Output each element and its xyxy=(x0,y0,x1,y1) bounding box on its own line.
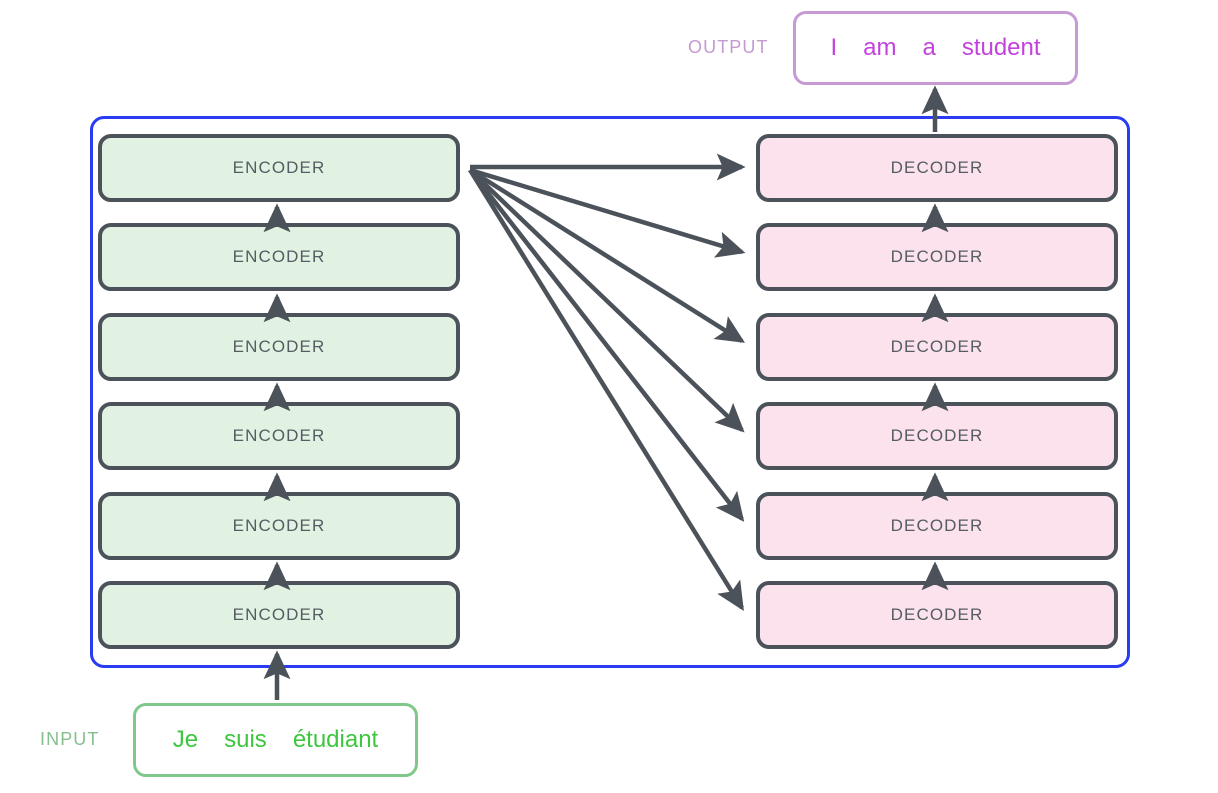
decoder-block-label: DECODER xyxy=(890,605,984,624)
output-token: student xyxy=(961,34,1041,61)
input-token: étudiant xyxy=(292,726,379,753)
output-box[interactable]: I am a student xyxy=(793,11,1078,85)
encoder-block-4[interactable]: ENCODER xyxy=(98,402,460,470)
decoder-block-2[interactable]: DECODER xyxy=(756,223,1118,291)
output-label: OUTPUT xyxy=(688,37,769,57)
output-token: a xyxy=(922,34,936,61)
input-tokens: Je suis étudiant xyxy=(173,726,378,754)
decoder-block-5[interactable]: DECODER xyxy=(756,492,1118,560)
output-token: am xyxy=(863,34,897,61)
decoder-block-label: DECODER xyxy=(890,158,984,177)
encoder-block-label: ENCODER xyxy=(232,337,326,356)
decoder-block-3[interactable]: DECODER xyxy=(756,313,1118,381)
encoder-decoder-container xyxy=(90,116,1130,668)
encoder-block-2[interactable]: ENCODER xyxy=(98,223,460,291)
decoder-block-label: DECODER xyxy=(890,247,984,266)
input-token: Je xyxy=(172,726,199,753)
decoder-block-1[interactable]: DECODER xyxy=(756,134,1118,202)
decoder-block-label: DECODER xyxy=(890,516,984,535)
encoder-block-6[interactable]: ENCODER xyxy=(98,581,460,649)
encoder-block-5[interactable]: ENCODER xyxy=(98,492,460,560)
encoder-block-1[interactable]: ENCODER xyxy=(98,134,460,202)
input-token: suis xyxy=(224,726,267,753)
decoder-block-label: DECODER xyxy=(890,426,984,445)
input-box[interactable]: Je suis étudiant xyxy=(133,703,418,777)
encoder-block-3[interactable]: ENCODER xyxy=(98,313,460,381)
decoder-block-6[interactable]: DECODER xyxy=(756,581,1118,649)
encoder-block-label: ENCODER xyxy=(232,247,326,266)
output-tokens: I am a student xyxy=(830,34,1040,62)
encoder-block-label: ENCODER xyxy=(232,158,326,177)
output-token: I xyxy=(830,34,838,61)
input-label: INPUT xyxy=(40,729,100,749)
decoder-block-4[interactable]: DECODER xyxy=(756,402,1118,470)
decoder-block-label: DECODER xyxy=(890,337,984,356)
encoder-block-label: ENCODER xyxy=(232,426,326,445)
encoder-block-label: ENCODER xyxy=(232,605,326,624)
encoder-block-label: ENCODER xyxy=(232,516,326,535)
